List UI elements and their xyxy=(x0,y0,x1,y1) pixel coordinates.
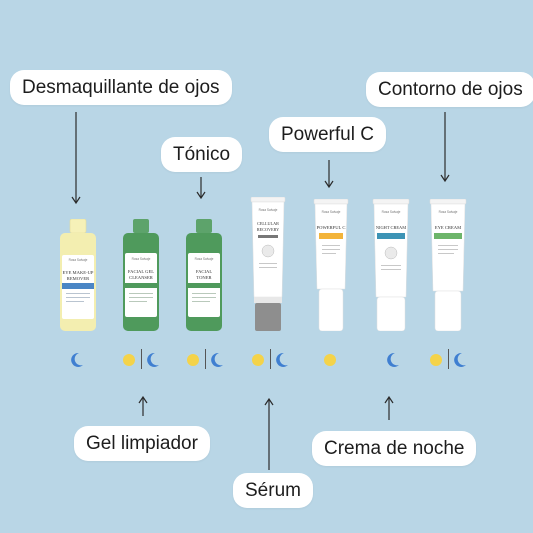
product-night-cream: Rosa Salvaje NIGHT CREAM xyxy=(371,199,411,331)
arrow-down-tonico xyxy=(196,177,206,200)
arrow-up-serum xyxy=(264,398,274,470)
arrow-down-powerful xyxy=(324,160,334,189)
moon-icon xyxy=(276,352,288,367)
product-eye-cream: Rosa Salvaje EYE CREAM xyxy=(428,199,468,331)
arrow-up-crema xyxy=(384,396,394,420)
arrow-up-gel xyxy=(138,396,148,416)
moon-icon xyxy=(147,352,159,367)
label-serum: Sérum xyxy=(233,473,313,508)
toner-brand: Rosa Salvaje xyxy=(195,257,214,261)
label-contorno: Contorno de ojos xyxy=(366,72,533,107)
powerful-brand: Rosa Salvaje xyxy=(322,210,341,214)
remover-line2: REMOVER xyxy=(67,276,90,281)
product-cellular-recovery-serum: Rosa Salvaje CELLULAR RECOVERY xyxy=(250,197,286,331)
moon-icon xyxy=(71,352,83,367)
sun-icon xyxy=(430,354,442,366)
remover-line1: EYE MAKE-UP xyxy=(62,270,93,275)
label-tonico: Tónico xyxy=(161,137,243,172)
night-brand: Rosa Salvaje xyxy=(382,210,401,214)
night-line1: NIGHT CREAM xyxy=(376,225,406,230)
moon-icon xyxy=(387,352,399,367)
label-powerful-c: Powerful C xyxy=(269,117,386,152)
divider xyxy=(205,349,206,369)
moon-icon xyxy=(211,352,223,367)
product-facial-toner: Rosa Salvaje FACIAL TONER xyxy=(184,219,224,331)
sun-icon xyxy=(252,354,264,366)
serum-line1: CELLULAR xyxy=(257,221,279,226)
serum-line2: RECOVERY xyxy=(257,227,279,232)
cleanser-line1: FACIAL GEL xyxy=(128,269,154,274)
moon-icon xyxy=(454,352,466,367)
product-facial-gel-cleanser: Rosa Salvaje FACIAL GEL CLEANSER xyxy=(121,219,161,331)
cleanser-brand: Rosa Salvaje xyxy=(132,257,151,261)
product-eye-makeup-remover: Rosa Salvaje EYE MAKE-UP REMOVER xyxy=(58,219,98,331)
divider xyxy=(448,349,449,369)
divider xyxy=(270,349,271,369)
sun-icon xyxy=(324,354,336,366)
label-desmaquillante: Desmaquillante de ojos xyxy=(10,70,232,105)
arrow-down-desmaquillante xyxy=(71,112,81,205)
serum-brand: Rosa Salvaje xyxy=(259,208,278,212)
divider xyxy=(141,349,142,369)
eye-line1: EYE CREAM xyxy=(435,225,461,230)
product-powerful-c: Rosa Salvaje POWERFUL C xyxy=(312,199,350,331)
label-gel-limpiador: Gel limpiador xyxy=(74,426,210,461)
label-crema-noche: Crema de noche xyxy=(312,431,477,466)
arrow-down-contorno xyxy=(440,112,450,183)
toner-line2: TONER xyxy=(196,275,212,280)
eye-brand: Rosa Salvaje xyxy=(439,210,458,214)
sun-icon xyxy=(187,354,199,366)
cleanser-line2: CLEANSER xyxy=(129,275,154,280)
sun-icon xyxy=(123,354,135,366)
remover-brand: Rosa Salvaje xyxy=(69,258,88,262)
toner-line1: FACIAL xyxy=(196,269,212,274)
powerful-line1: POWERFUL C xyxy=(317,225,346,230)
